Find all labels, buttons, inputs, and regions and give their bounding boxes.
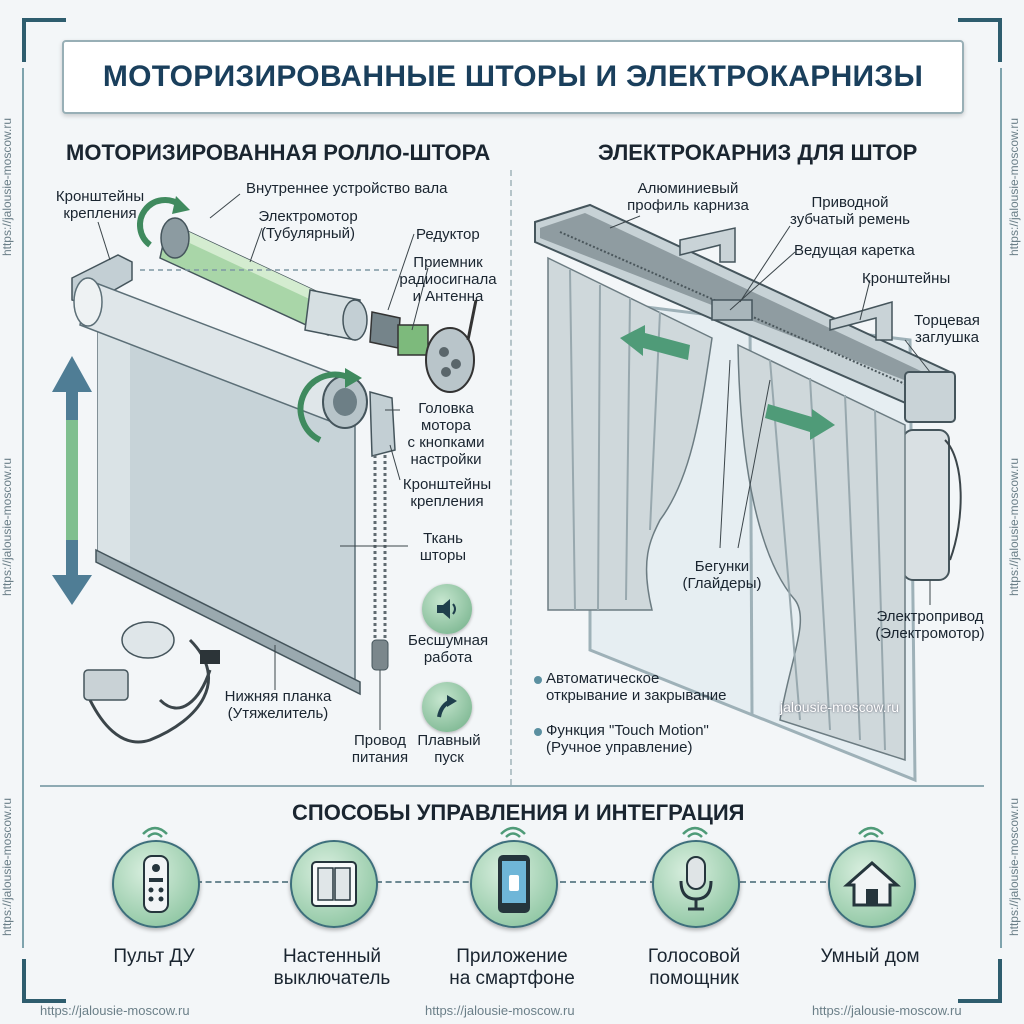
frame-corner <box>958 18 1002 62</box>
frame-edge <box>1000 68 1002 948</box>
bullet-touch: Функция "Touch Motion" (Ручное управлени… <box>546 722 709 756</box>
bottom-url: https://jalousie-moscow.ru <box>425 1003 575 1018</box>
control-smartphone <box>470 840 558 928</box>
section-divider <box>510 170 512 785</box>
tubular-motor <box>159 217 368 341</box>
leader-lines <box>97 193 429 730</box>
motor-head <box>425 299 478 393</box>
bottom-url: https://jalousie-moscow.ru <box>812 1003 962 1018</box>
wifi-icon <box>682 826 708 838</box>
remote-icon <box>143 855 169 913</box>
bracket-1 <box>679 227 736 263</box>
connector-line <box>376 881 488 883</box>
control-voice-label: Голосовой помощник <box>647 946 741 989</box>
blind-fabric <box>97 321 356 692</box>
wifi-icon <box>142 826 168 838</box>
wifi-icon <box>858 826 884 838</box>
label-gliders: Бегунки (Глайдеры) <box>682 558 762 592</box>
feature-silent-label: Бесшумная работа <box>408 632 489 666</box>
page-title: МОТОРИЗИРОВАННЫЕ ШТОРЫ И ЭЛЕКТРОКАРНИЗЫ <box>102 60 924 93</box>
carriage <box>711 299 753 321</box>
roller-section-title: МОТОРИЗИРОВАННАЯ РОЛЛО-ШТОРА <box>66 140 491 165</box>
rotation-arrow-icon <box>297 371 352 443</box>
feature-soft-start <box>422 682 472 732</box>
bullet-dot <box>534 676 542 684</box>
frame-edge <box>22 68 24 948</box>
label-brackets-mid: Кронштейны крепления <box>402 476 492 510</box>
label-endcap: Торцевая заглушка <box>914 312 980 346</box>
microphone-icon <box>679 856 713 911</box>
power-cable <box>83 621 220 744</box>
feature-silent <box>422 584 472 634</box>
receiver-part <box>397 324 429 356</box>
frame-corner <box>22 18 66 62</box>
control-smart-home <box>828 840 916 928</box>
cornice-section-title: ЭЛЕКТРОКАРНИЗ ДЛЯ ШТОР <box>598 140 918 165</box>
control-section-title: СПОСОБЫ УПРАВЛЕНИЯ И ИНТЕГРАЦИЯ <box>292 800 745 825</box>
bullet-dot <box>534 728 542 736</box>
drive-motor <box>902 429 950 581</box>
bracket-right <box>369 391 396 457</box>
title-banner: МОТОРИЗИРОВАННЫЕ ШТОРЫ И ЭЛЕКТРОКАРНИЗЫ <box>62 40 964 114</box>
label-profile: Алюминиевый профиль карниза <box>627 180 749 214</box>
control-remote <box>112 840 200 928</box>
open-right-arrow-icon <box>765 404 835 440</box>
label-motor-head: Головка мотора с кнопками настройки <box>407 400 485 468</box>
leader-lines-right <box>609 215 931 605</box>
control-wall-switch-label: Настенный выключатель <box>273 946 391 989</box>
label-drive: Электропривод (Электромотор) <box>875 608 985 642</box>
roller-tube <box>73 277 368 429</box>
control-remote-label: Пульт ДУ <box>113 946 195 967</box>
bottom-bar <box>95 548 361 696</box>
bottom-url: https://jalousie-moscow.ru <box>40 1003 190 1018</box>
connector-line <box>740 881 836 883</box>
bracket-2 <box>829 301 893 341</box>
label-receiver: Приемник радиосигнала и Антенна <box>399 254 497 305</box>
label-brackets-top: Кронштейны крепления <box>55 188 145 222</box>
label-belt: Приводной зубчатый ремень <box>790 194 910 228</box>
control-smart-home-label: Умный дом <box>820 946 920 967</box>
open-left-arrow-icon <box>620 325 690 360</box>
image-watermark: jalousie-moscow.ru <box>780 699 900 715</box>
wall-switch-icon <box>311 861 357 907</box>
up-down-arrow-icon <box>52 356 92 605</box>
label-reducer: Редуктор <box>416 226 480 243</box>
section-separator <box>40 785 984 787</box>
label-brackets-right: Кронштейны <box>862 270 951 287</box>
end-cap <box>904 371 956 423</box>
motor-rotation-icon <box>137 197 182 248</box>
smartphone-icon <box>498 855 530 913</box>
control-voice <box>652 840 740 928</box>
frame-corner <box>22 959 66 1003</box>
connector-line <box>560 881 656 883</box>
frame-corner <box>958 959 1002 1003</box>
control-wall-switch <box>290 840 378 928</box>
connector-line <box>196 881 288 883</box>
label-fabric: Ткань шторы <box>419 530 467 564</box>
label-bottom-bar: Нижняя планка (Утяжелитель) <box>224 688 332 722</box>
wifi-icon <box>500 826 526 838</box>
smart-home-icon <box>843 861 901 907</box>
label-motor: Электромотор (Тубулярный) <box>258 208 358 242</box>
bullet-auto: Автоматическое открывание и закрывание <box>546 670 727 704</box>
label-power: Провод питания <box>351 732 409 766</box>
label-shaft: Внутреннее устройство вала <box>246 180 448 197</box>
label-carriage: Ведущая каретка <box>794 242 915 259</box>
belt <box>559 231 931 396</box>
feature-soft-start-label: Плавный пуск <box>417 732 481 766</box>
control-smartphone-label: Приложение на смартфоне <box>449 946 575 989</box>
curtain-right <box>737 343 906 762</box>
page-frame <box>22 18 1002 1003</box>
speaker-icon <box>437 599 456 619</box>
arrow-up-icon <box>437 695 457 718</box>
